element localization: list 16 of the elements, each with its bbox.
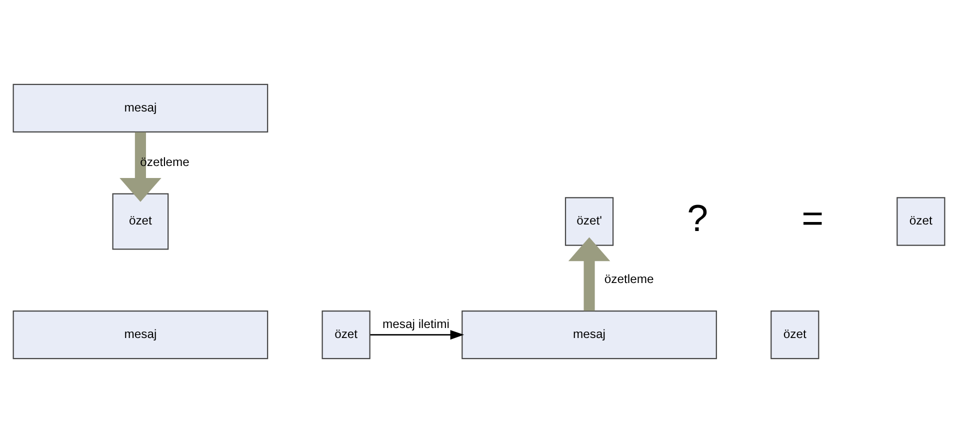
arrow <box>370 330 464 340</box>
node-box: özet' <box>564 196 614 246</box>
node-box: özet <box>112 192 169 250</box>
edge-label: mesaj iletimi <box>382 316 450 330</box>
node-box: mesaj <box>12 83 268 132</box>
arrow <box>120 132 162 202</box>
node-box: mesaj <box>12 310 268 359</box>
edge-label: özetleme <box>140 154 190 169</box>
node-box: özet <box>322 310 370 359</box>
label: ? <box>687 196 708 239</box>
arrow <box>568 236 610 310</box>
label: = <box>802 196 824 239</box>
node-box: özet <box>896 196 946 246</box>
edge-label: özetleme <box>604 272 654 286</box>
node-box: özet <box>770 310 820 359</box>
node-box: mesaj <box>462 310 717 359</box>
